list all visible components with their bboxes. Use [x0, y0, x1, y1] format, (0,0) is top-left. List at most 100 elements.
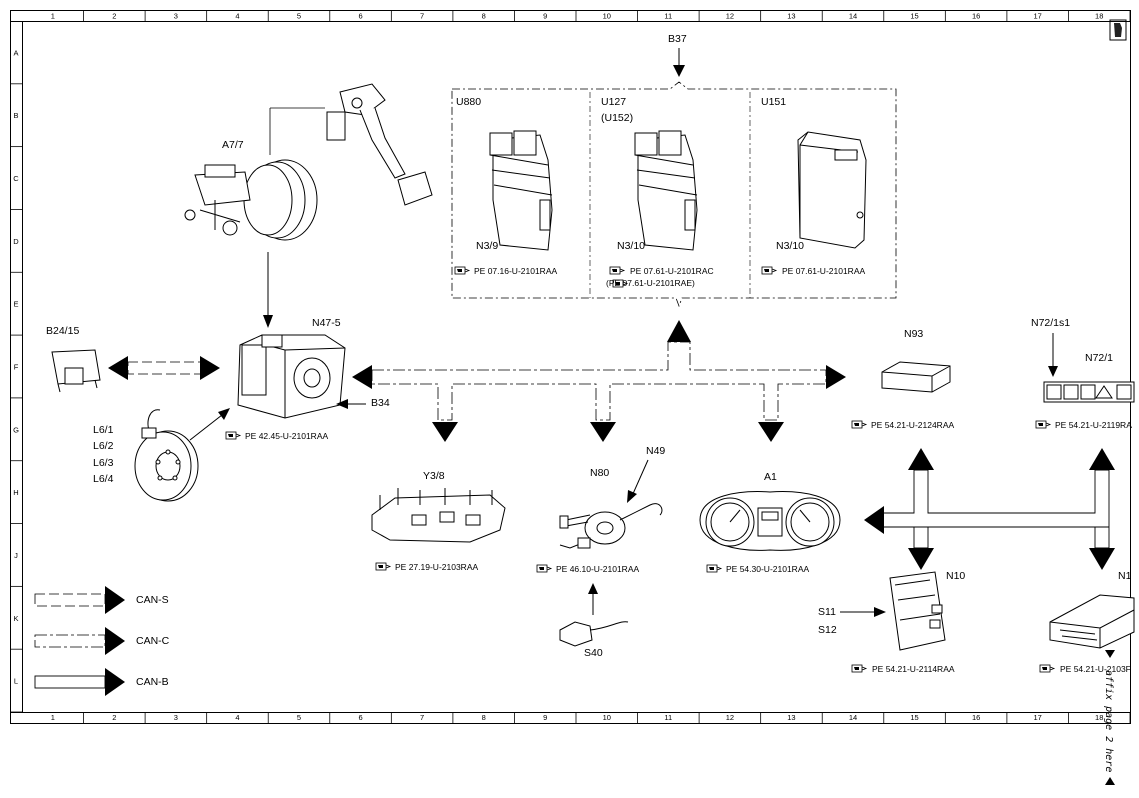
affix-annotation: affix page 2 here	[1103, 670, 1114, 772]
ref-n72-1: PE 54.21-U-2119RA	[1055, 420, 1132, 430]
column-label: 4	[235, 713, 239, 722]
column-label: 5	[297, 713, 301, 722]
row-label: H	[13, 488, 18, 497]
l6-2-label: L6/2	[93, 440, 114, 452]
legend-can-b: CAN-B	[34, 668, 169, 696]
drawing-frame	[10, 10, 1131, 724]
column-label: 4	[235, 12, 239, 21]
row-label: F	[14, 363, 19, 372]
n47-5-label: N47-5	[312, 317, 341, 329]
column-label: 1	[51, 12, 55, 21]
s40-switch-drawing	[559, 621, 629, 647]
legend-can-c-label: CAN-C	[136, 635, 170, 647]
ref-a1: PE 54.30-U-2101RAA	[726, 564, 809, 574]
can-c-main-bus	[352, 320, 846, 442]
n72-1-label: N72/1	[1085, 352, 1113, 364]
column-label: 13	[787, 713, 795, 722]
u151-label: U151	[761, 96, 786, 108]
column-label: 17	[1033, 12, 1041, 21]
column-ticks: 1122334455667788991010111112121313141415…	[51, 10, 1131, 723]
column-label: 16	[972, 713, 980, 722]
column-label: 18	[1095, 713, 1103, 722]
ref-n47-5: PE 42.45-U-2101RAA	[245, 431, 328, 441]
brake-booster-drawing	[184, 159, 318, 241]
ref-u880: PE 07.16-U-2101RAA	[474, 266, 557, 276]
column-label: 2	[112, 12, 116, 21]
column-label: 2	[112, 713, 116, 722]
n3-9-label: N3/9	[476, 240, 498, 252]
column-label: 18	[1095, 12, 1103, 21]
n49-label: N49	[646, 445, 665, 457]
ref-u127: PE 07.61-U-2101RAC	[630, 266, 714, 276]
column-label: 3	[174, 12, 178, 21]
b34-label: B34	[371, 397, 390, 409]
a1-label: A1	[764, 471, 777, 483]
column-label: 8	[482, 12, 486, 21]
column-label: 11	[664, 713, 672, 722]
column-label: 6	[358, 713, 362, 722]
column-label: 12	[726, 713, 734, 722]
n72-1-switch-panel-drawing	[1043, 381, 1135, 403]
ref-n80: PE 46.10-U-2101RAA	[556, 564, 639, 574]
b24-15-sensor-drawing	[51, 349, 101, 393]
column-label: 11	[664, 12, 672, 21]
column-label: 7	[420, 713, 424, 722]
y3-8-label: Y3/8	[423, 470, 445, 482]
n93-label: N93	[904, 328, 923, 340]
n47-5-esp-unit-drawing	[237, 334, 346, 419]
row-label: L	[14, 677, 18, 686]
column-label: 3	[174, 713, 178, 722]
column-label: 7	[420, 12, 424, 21]
column-label: 9	[543, 12, 547, 21]
n10-label: N10	[946, 570, 965, 582]
column-label: 10	[603, 713, 611, 722]
l6-4-label: L6/4	[93, 473, 114, 485]
column-label: 15	[910, 713, 918, 722]
column-label: 9	[543, 713, 547, 722]
l6-1-label: L6/1	[93, 424, 114, 436]
ref-n10: PE 54.21-U-2114RAA	[872, 664, 955, 674]
n80-steering-column-module-drawing	[559, 503, 663, 549]
column-label: 1	[51, 713, 55, 722]
ref-n93: PE 54.21-U-2124RAA	[871, 420, 954, 430]
u152-label: (U152)	[601, 112, 633, 124]
legend-can-s-label: CAN-S	[136, 594, 169, 606]
column-label: 14	[849, 12, 857, 21]
a7-7-label: A7/7	[222, 139, 244, 151]
n72-1s1-label: N72/1s1	[1031, 317, 1070, 329]
row-label: C	[13, 174, 19, 183]
brake-disc-sensor-drawing	[134, 409, 199, 502]
row-label: B	[13, 111, 18, 120]
u127-label: U127	[601, 96, 626, 108]
legend-can-s: CAN-S	[34, 586, 169, 614]
u880-label: U880	[456, 96, 481, 108]
b37-label: B37	[668, 33, 687, 45]
ecu-u151-drawing	[797, 131, 867, 249]
can-b-bus	[864, 448, 1115, 570]
row-label: A	[13, 48, 18, 57]
s40-label: S40	[584, 647, 603, 659]
n93-module-drawing	[881, 361, 951, 393]
can-s-link-b24	[108, 356, 220, 380]
column-label: 6	[358, 12, 362, 21]
row-label: E	[13, 300, 18, 309]
n3-10a-label: N3/10	[617, 240, 645, 252]
legend-can-b-label: CAN-B	[136, 676, 169, 688]
row-label: J	[14, 551, 18, 560]
column-label: 12	[726, 12, 734, 21]
row-label: D	[13, 237, 19, 246]
b37-group-box	[451, 81, 897, 308]
b37-arrow	[673, 65, 685, 77]
l6-3-label: L6/3	[93, 457, 114, 469]
a1-instrument-cluster-drawing	[699, 491, 841, 551]
column-label: 10	[603, 12, 611, 21]
y3-8-valve-body-drawing	[371, 488, 506, 543]
b24-15-label: B24/15	[46, 325, 79, 337]
ecu-u880-drawing	[489, 130, 553, 251]
brake-pedal-drawing	[326, 83, 433, 206]
column-label: 14	[849, 713, 857, 722]
s11-label: S11	[818, 606, 836, 618]
column-label: 16	[972, 12, 980, 21]
legend-can-c: CAN-C	[34, 627, 170, 655]
